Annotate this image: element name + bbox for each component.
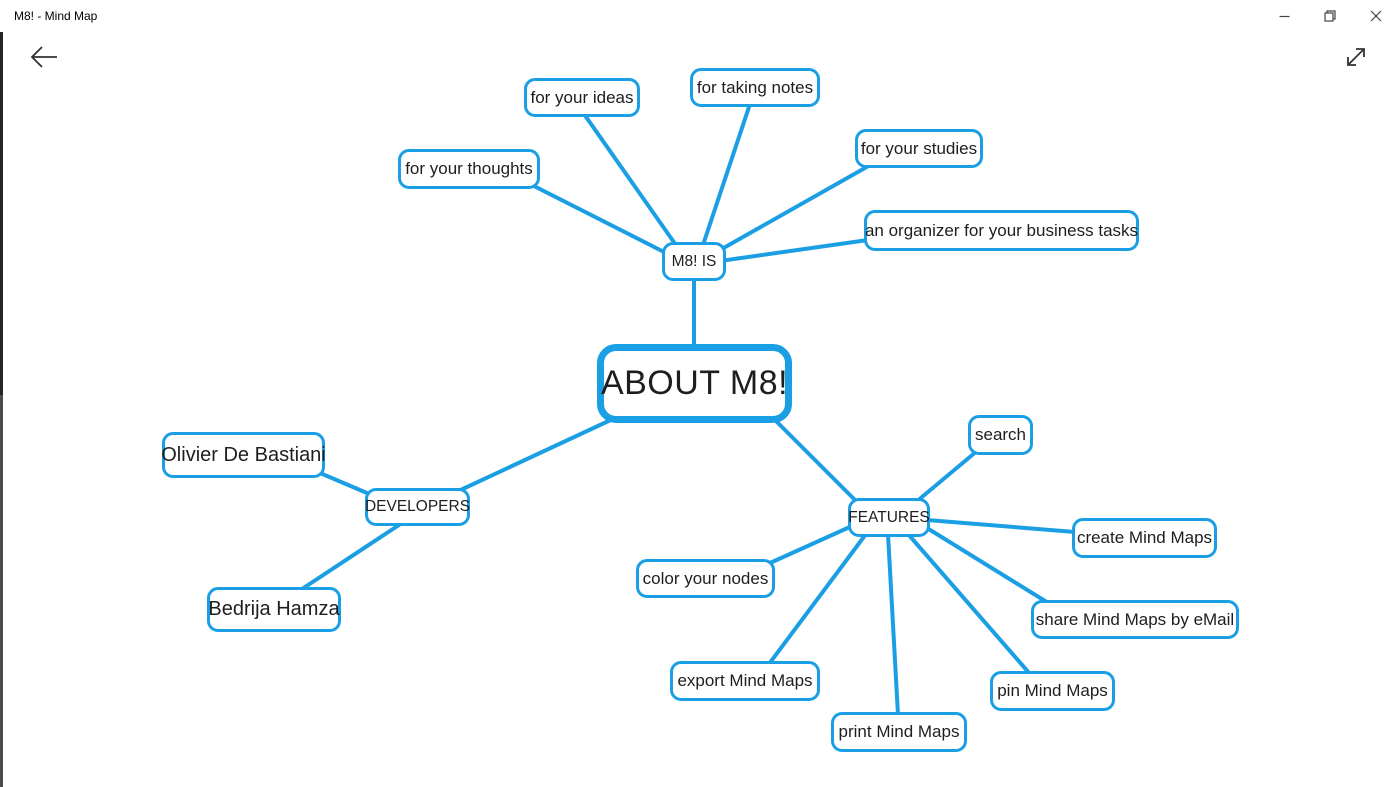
edge-developers-bedrija [297, 521, 404, 593]
edge-ideas-m8-is [582, 112, 680, 250]
node-about[interactable]: ABOUT M8! [597, 344, 792, 423]
close-icon [1370, 10, 1382, 22]
back-button[interactable] [28, 44, 60, 74]
node-thoughts[interactable]: for your thoughts [398, 149, 540, 189]
edge-features-color [768, 524, 854, 565]
node-print[interactable]: print Mind Maps [831, 712, 967, 752]
restore-icon [1324, 10, 1336, 22]
edge-organizer-m8-is [718, 238, 870, 263]
arrow-left-icon [29, 44, 59, 75]
diagonal-resize-icon [1342, 43, 1370, 76]
node-share[interactable]: share Mind Maps by eMail [1031, 600, 1239, 639]
node-bedrija[interactable]: Bedrija Hamza [207, 587, 341, 632]
node-notes[interactable]: for taking notes [690, 68, 820, 107]
edge-features-create [925, 518, 1077, 534]
edge-about-features [771, 416, 860, 505]
node-olivier[interactable]: Olivier De Bastiani [161, 432, 326, 478]
caption-buttons [1261, 0, 1399, 32]
edge-thoughts-m8-is [528, 182, 670, 256]
node-color[interactable]: color your nodes [636, 559, 775, 598]
minimize-button[interactable] [1261, 0, 1307, 32]
edge-notes-m8-is [700, 102, 752, 250]
edge-studies-m8-is [718, 162, 874, 252]
node-developers[interactable]: DEVELOPERS [365, 488, 470, 526]
minimize-icon [1279, 11, 1290, 22]
restore-button[interactable] [1307, 0, 1353, 32]
node-m8-is[interactable]: M8! IS [662, 242, 726, 281]
node-features[interactable]: FEATURES [848, 498, 930, 537]
window-title: M8! - Mind Map [14, 9, 98, 23]
screen-edge-artifact-bottom [0, 395, 3, 787]
screen-edge-artifact-top [0, 32, 3, 395]
node-search[interactable]: search [968, 415, 1033, 455]
titlebar[interactable]: M8! - Mind Map [0, 0, 1399, 32]
edge-olivier-developers [318, 471, 376, 498]
edge-features-print [886, 532, 900, 717]
node-organizer[interactable]: an organizer for your business tasks [864, 210, 1139, 251]
node-pin[interactable]: pin Mind Maps [990, 671, 1115, 711]
fullscreen-button[interactable] [1340, 44, 1372, 74]
edge-features-share [925, 526, 1052, 606]
edge-features-pin [906, 532, 1032, 676]
close-button[interactable] [1353, 0, 1399, 32]
node-ideas[interactable]: for your ideas [524, 78, 640, 117]
node-export[interactable]: export Mind Maps [670, 661, 820, 701]
edge-features-export [767, 532, 868, 666]
node-studies[interactable]: for your studies [855, 129, 983, 168]
edge-features-search [914, 449, 979, 504]
edge-about-developers [450, 416, 617, 496]
node-create[interactable]: create Mind Maps [1072, 518, 1217, 558]
